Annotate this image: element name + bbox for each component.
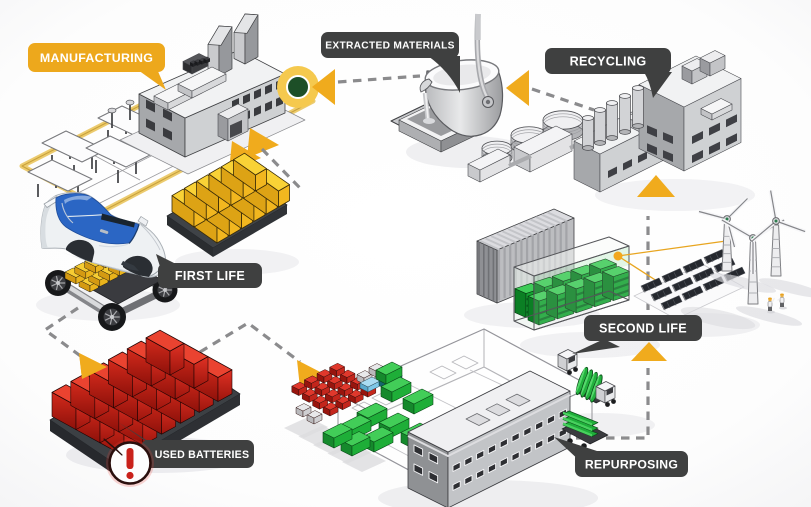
svg-text:REPURPOSING: REPURPOSING bbox=[585, 457, 678, 471]
svg-text:RECYCLING: RECYCLING bbox=[570, 55, 647, 69]
svg-text:EXTRACTED MATERIALS: EXTRACTED MATERIALS bbox=[325, 41, 454, 52]
svg-text:USED BATTERIES: USED BATTERIES bbox=[155, 449, 249, 461]
svg-text:MANUFACTURING: MANUFACTURING bbox=[40, 51, 153, 65]
svg-text:SECOND LIFE: SECOND LIFE bbox=[599, 322, 687, 336]
svg-text:FIRST LIFE: FIRST LIFE bbox=[175, 269, 245, 283]
